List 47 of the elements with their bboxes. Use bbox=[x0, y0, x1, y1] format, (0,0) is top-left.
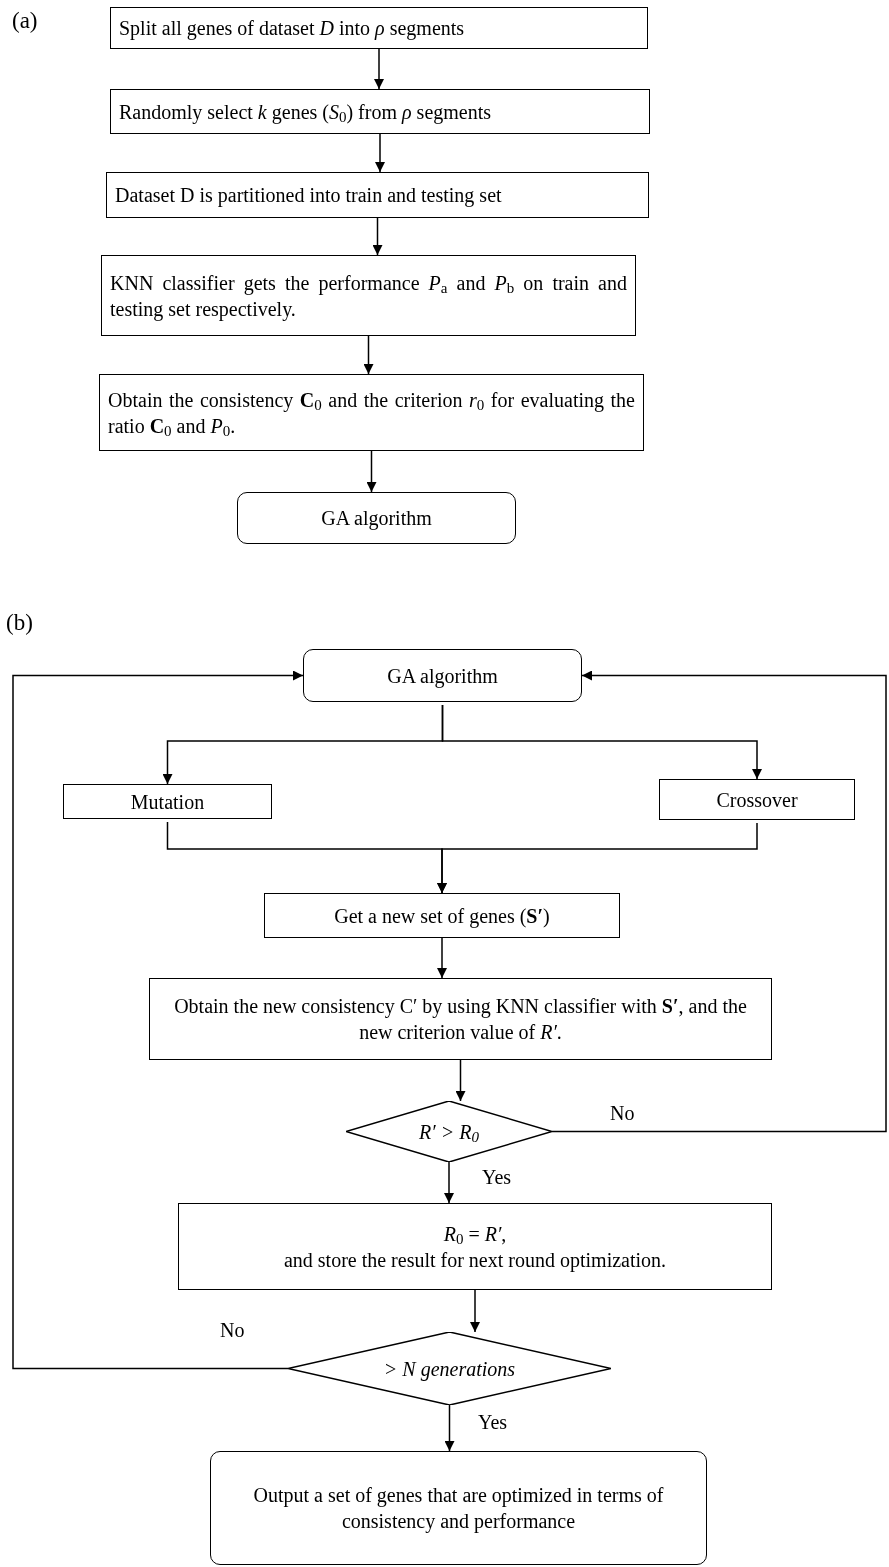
panel-label: (a) bbox=[12, 7, 38, 35]
process-box bbox=[149, 978, 772, 1060]
node-text: KNN classifier gets the performance P$_{a}$ and P$_{b}$ on train and testing set respectively. bbox=[110, 270, 627, 322]
arrow bbox=[455, 1059, 466, 1102]
node-text: Get a new set of genes (S′) bbox=[334, 903, 550, 929]
arrow bbox=[444, 1404, 455, 1452]
panel-label: (b) bbox=[6, 609, 33, 637]
process-box bbox=[178, 1203, 772, 1290]
arrow bbox=[366, 450, 377, 493]
node-text: Mutation bbox=[130, 789, 205, 815]
arrow bbox=[470, 1289, 480, 1333]
terminal-box bbox=[210, 1451, 707, 1565]
decision-diamond bbox=[288, 1332, 611, 1405]
node-text: R′ > R$_{0}$ bbox=[419, 1119, 479, 1145]
arrow bbox=[437, 822, 758, 894]
arrow bbox=[12, 670, 304, 1370]
arrow bbox=[374, 48, 384, 90]
arrow bbox=[444, 1161, 454, 1204]
arrow bbox=[363, 335, 374, 375]
node-text: > N generations bbox=[383, 1356, 516, 1382]
arrow bbox=[372, 217, 383, 256]
node-text: Obtain the new consistency C′ by using KNN classifier with S′, and the new criterion value of R′. bbox=[173, 994, 748, 1045]
node-text: R$_{0}$ = R′, bbox=[443, 1221, 507, 1247]
node-text: and store the result for next round optimization. bbox=[283, 1247, 667, 1273]
node-text: Crossover bbox=[716, 787, 798, 813]
arrow bbox=[437, 937, 447, 979]
node-text: Obtain the consistency C$_{0}$ and the criterion r$_{0}$ for evaluating the ratio C$_{0}$ and P$_{0}$. bbox=[108, 387, 635, 439]
process-box bbox=[110, 7, 648, 49]
node-text: Split all genes of dataset D into ρ segments bbox=[119, 16, 466, 41]
process-box bbox=[110, 89, 650, 134]
arrow bbox=[441, 704, 762, 780]
decision-diamond bbox=[346, 1101, 552, 1162]
terminal-box bbox=[237, 492, 516, 544]
arrow bbox=[375, 133, 385, 173]
node-text: Dataset D is partitioned into train and testing set bbox=[115, 183, 503, 208]
node-text: Randomly select k genes (S$_{0}$) from ρ segments bbox=[119, 99, 493, 125]
terminal-box bbox=[303, 649, 582, 702]
node-text: GA algorithm bbox=[321, 506, 432, 531]
node-text: Output a set of genes that are optimized in terms of consistency and performance bbox=[252, 1483, 665, 1534]
process-box bbox=[106, 172, 649, 218]
process-box bbox=[99, 374, 644, 451]
process-box bbox=[101, 255, 636, 336]
arrow bbox=[551, 670, 887, 1133]
node-text: GA algorithm bbox=[387, 663, 498, 689]
process-box bbox=[659, 779, 855, 820]
process-box bbox=[63, 784, 272, 819]
process-box bbox=[264, 893, 620, 938]
